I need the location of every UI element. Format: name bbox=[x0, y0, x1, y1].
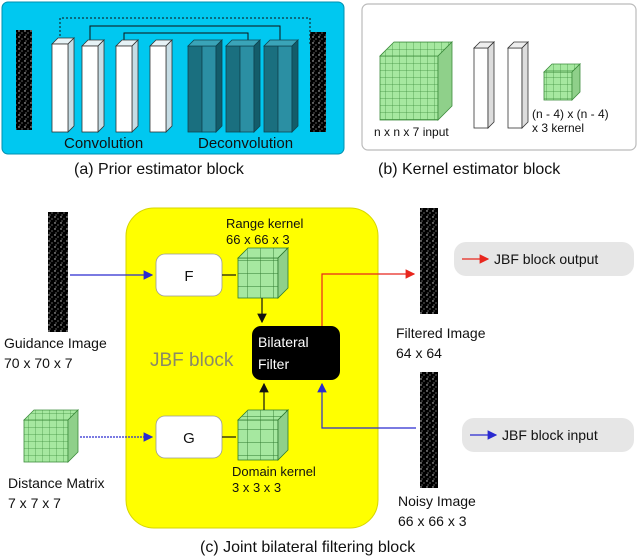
prior-block-caption: (a) Prior estimator block bbox=[74, 161, 245, 178]
legend-input-pill bbox=[462, 418, 634, 452]
skip-connection-inner bbox=[123, 32, 249, 46]
kernel-layer-2 bbox=[507, 41, 529, 129]
prior-input-image-icon bbox=[16, 30, 32, 130]
noisy-image-icon bbox=[420, 372, 438, 488]
conv-layer-4 bbox=[149, 39, 173, 133]
prior-estimator-block: Convolution Deconvolution bbox=[1, 1, 345, 155]
range-kernel-label: Range kernel bbox=[226, 216, 303, 231]
filtered-image-size: 64 x 64 bbox=[396, 345, 442, 361]
noisy-image-label: Noisy Image bbox=[398, 493, 476, 509]
distance-matrix-size: 7 x 7 x 7 bbox=[8, 495, 61, 511]
legend-input-label: JBF block input bbox=[502, 427, 598, 443]
guidance-image-label: Guidance Image bbox=[4, 335, 107, 351]
domain-kernel-label: Domain kernel bbox=[232, 464, 316, 479]
bilateral-filter-box bbox=[252, 326, 340, 380]
deconv-layer-1 bbox=[187, 39, 223, 133]
deconv-layer-2 bbox=[225, 39, 261, 133]
bilateral-label-2: Filter bbox=[258, 356, 289, 372]
conv-layer-1 bbox=[51, 37, 75, 133]
bilateral-to-output-arrow bbox=[321, 269, 416, 326]
distance-matrix-cube-icon bbox=[23, 409, 79, 463]
kernel-block-caption: (b) Kernel estimator block bbox=[378, 161, 561, 178]
kernel-size-label-2: x 3 kernel bbox=[532, 121, 584, 135]
kernel-estimator-block: n x n x 7 input (n - 4) x (n - 4) x 3 ke… bbox=[361, 3, 637, 151]
conv-layer-2 bbox=[81, 39, 105, 133]
input-cube-icon bbox=[379, 41, 453, 121]
f-box-label: F bbox=[184, 268, 193, 285]
skip-connection-outer bbox=[59, 17, 311, 44]
deconv-layer-3 bbox=[263, 39, 299, 133]
bilateral-label-1: Bilateral bbox=[258, 334, 309, 350]
kernel-size-label-1: (n - 4) x (n - 4) bbox=[532, 107, 609, 121]
domain-kernel-size: 3 x 3 x 3 bbox=[232, 480, 281, 495]
guidance-image-size: 70 x 70 x 7 bbox=[4, 355, 73, 371]
filtered-image-label: Filtered Image bbox=[396, 325, 486, 341]
domain-kernel-cube-icon bbox=[237, 409, 289, 461]
convolution-label: Convolution bbox=[64, 135, 143, 152]
range-kernel-size: 66 x 66 x 3 bbox=[226, 232, 290, 247]
jbf-block: JBF block F G Range kernel 66 x 66 x 3 D… bbox=[125, 207, 379, 529]
skip-connection-middle bbox=[89, 25, 281, 46]
g-box-label: G bbox=[183, 430, 195, 447]
distance-matrix-label: Distance Matrix bbox=[8, 475, 104, 491]
noisy-image-size: 66 x 66 x 3 bbox=[398, 513, 467, 529]
prior-output-image-icon bbox=[310, 32, 326, 132]
input-size-label: n x n x 7 input bbox=[374, 125, 449, 139]
kernel-layer-1 bbox=[473, 41, 495, 129]
range-kernel-cube-icon bbox=[237, 247, 289, 299]
kernel-cube-icon bbox=[543, 63, 581, 101]
jbf-block-caption: (c) Joint bilateral filtering block bbox=[200, 539, 416, 556]
legend-output-pill bbox=[454, 242, 634, 276]
guidance-image-icon bbox=[48, 212, 68, 332]
deconvolution-label: Deconvolution bbox=[198, 135, 293, 152]
legend: JBF block output JBF block input bbox=[454, 242, 634, 452]
legend-output-label: JBF block output bbox=[494, 251, 598, 267]
filtered-image-icon bbox=[420, 208, 438, 314]
conv-layer-3 bbox=[115, 39, 139, 133]
noisy-to-bilateral-arrow bbox=[317, 382, 416, 429]
jbf-block-label: JBF block bbox=[150, 350, 234, 371]
